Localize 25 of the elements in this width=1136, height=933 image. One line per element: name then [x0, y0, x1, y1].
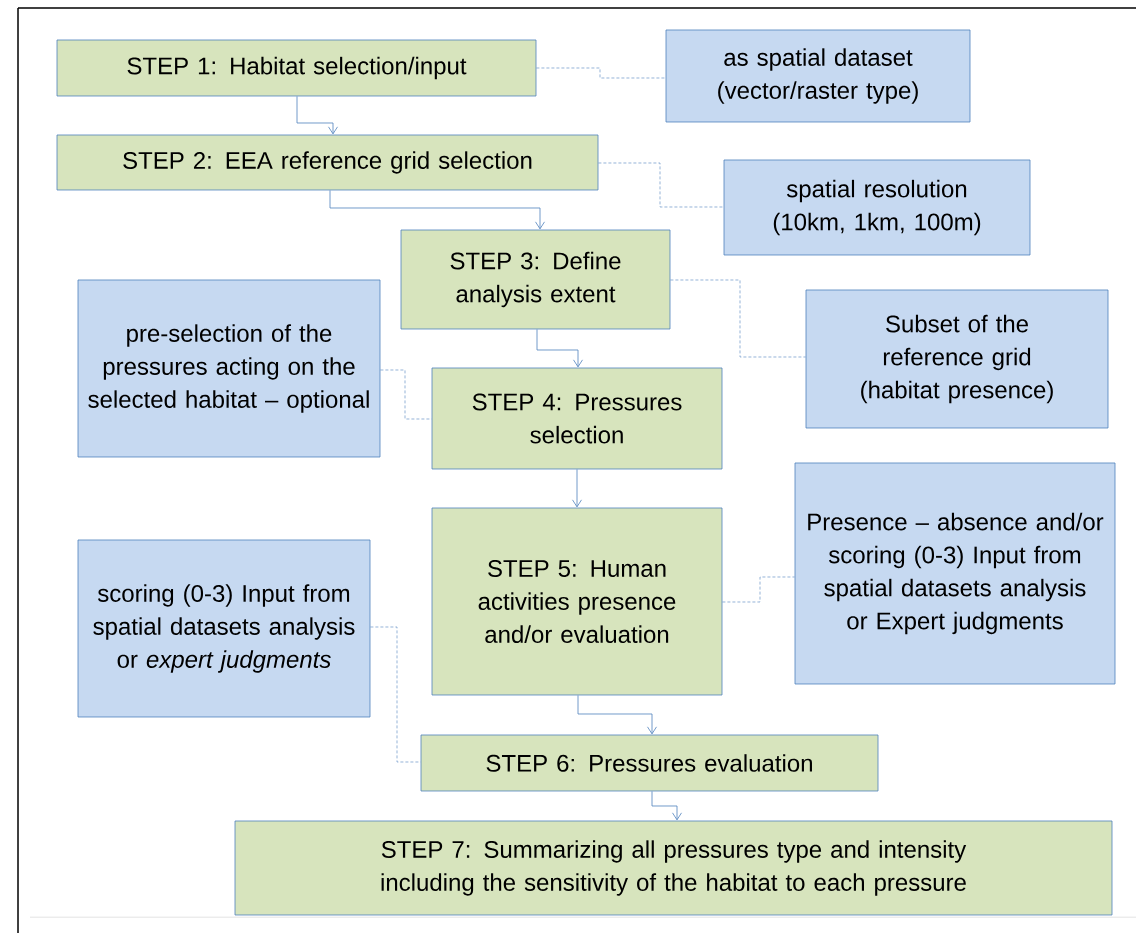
arrow [651, 791, 682, 821]
note-box: Presence – absence and/or scoring (0-3) Input from spatial datasets analysis or Expert judgments [794, 462, 1116, 685]
note-box: spatial resolution (10km, 1km, 100m) [723, 159, 1031, 256]
note-box: pre-selection of the pressures acting on the selected habitat – optional [77, 279, 381, 458]
arrow [296, 96, 338, 135]
arrow [572, 469, 582, 508]
arrow [577, 695, 657, 735]
step-box: STEP 1: Habitat selection/input [56, 39, 537, 97]
connector-line [536, 67, 666, 79]
connector-line [670, 279, 806, 358]
note-box: as spatial dataset (vector/raster type) [665, 29, 971, 123]
step-box: STEP 2: EEA reference grid selection [56, 134, 599, 191]
note-box: Subset of the reference grid (habitat presence) [805, 289, 1109, 429]
connector-line [380, 369, 432, 420]
arrow [536, 329, 583, 368]
step-box: STEP 6: Pressures evaluation [420, 734, 879, 792]
step-box: STEP 4: Pressures selection [431, 367, 723, 470]
step-box: STEP 5: Human activities presence and/or evaluation [431, 507, 723, 696]
connector-line [598, 162, 724, 208]
connector-line [722, 576, 795, 603]
step-box: STEP 7: Summarizing all pressures type and intensity including the sensitivity of the habitat to each pressure [234, 820, 1113, 916]
connector-line [370, 626, 421, 763]
arrow [329, 190, 545, 230]
step-box: STEP 3: Define analysis extent [400, 229, 671, 330]
note-box: scoring (0-3) Input from spatial datasets analysis or expert judgments [77, 539, 371, 718]
